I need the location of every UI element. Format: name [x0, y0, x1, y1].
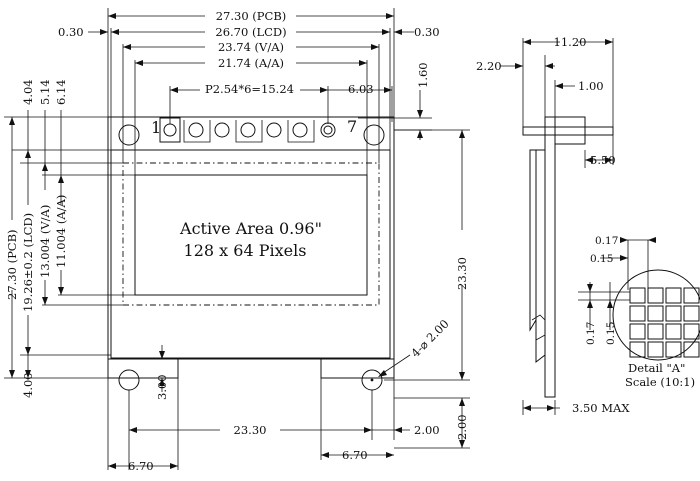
right-dimensions [159, 129, 470, 449]
pixel-count-label: 128 x 64 Pixels [184, 241, 307, 260]
dim-hole-note: 4-⌀ 2.00 [408, 317, 451, 360]
dim-pin-pitch: P2.54*6=15.24 [205, 82, 294, 96]
front-view: Active Area 0.96" 128 x 64 Pixels 1 7 [4, 8, 470, 473]
left-dimensions [4, 110, 135, 380]
top-dimensions [88, 8, 432, 175]
pin-5-hole [266, 122, 282, 138]
dim-side-550: 5.50 [590, 153, 616, 167]
pcb-outline [107, 116, 395, 360]
detail-pixel [629, 305, 646, 322]
dim-side-220: 2.20 [476, 59, 502, 73]
dim-lcd-height: 19.26±0.2 (LCD) [21, 213, 35, 312]
dim-left-offset: 0.30 [58, 25, 84, 39]
detail-pixel [647, 305, 664, 322]
detail-pixel [629, 287, 646, 304]
detail-pixel [665, 341, 682, 358]
pin-6-hole [292, 122, 308, 138]
dim-pcb-width: 27.30 (PCB) [216, 9, 287, 23]
dim-va-width: 23.74 (V/A) [218, 40, 284, 54]
dim-detail-017-h: 0.17 [595, 235, 618, 247]
pcb-bottom-tab [107, 359, 395, 379]
dim-pin-right: 6.03 [348, 82, 374, 96]
dim-right-height: 23.30 [455, 257, 469, 290]
dim-right-2b: 2.00 [455, 414, 469, 440]
detail-pixel-grid [629, 287, 700, 358]
dim-top-404: 4.04 [21, 79, 35, 105]
pin-7-label: 7 [347, 117, 357, 136]
pin-pad-outlines [183, 120, 315, 143]
lcd-outline [110, 149, 391, 359]
detail-a [578, 237, 700, 361]
detail-pixel [683, 341, 700, 358]
dim-right-offset: 0.30 [414, 25, 440, 39]
pin-header [159, 117, 336, 143]
mounting-hole-top-right [363, 124, 385, 146]
detail-pixel [647, 341, 664, 358]
pin-4-hole [240, 122, 256, 138]
detail-pixel [665, 287, 682, 304]
detail-scale: Scale (10:1) [625, 375, 695, 389]
dim-pcb-height: 27.30 (PCB) [5, 229, 19, 300]
pcb-tab-bottom-edge [107, 359, 395, 378]
dim-detail-015-h: 0.15 [590, 253, 613, 265]
detail-pixel [683, 323, 700, 340]
dim-bottom-left-670: 6.70 [128, 459, 154, 473]
detail-pixel [647, 323, 664, 340]
side-lcd-glass [529, 149, 537, 332]
detail-title: Detail "A" [628, 361, 685, 375]
hole-center-mark [370, 378, 374, 382]
active-area [134, 174, 368, 296]
dim-bottom-right-670: 6.70 [342, 448, 368, 462]
dim-side-total: 11.20 [554, 35, 587, 49]
dim-side-100: 1.00 [578, 79, 604, 93]
dim-detail-015-v: 0.15 [605, 322, 617, 345]
side-view [500, 38, 614, 415]
dim-right-2a: 2.00 [414, 423, 440, 437]
detail-pixel [683, 305, 700, 322]
pin-3-hole [214, 122, 230, 138]
pin-1-label: 1 [151, 118, 161, 137]
side-fpc [531, 314, 546, 341]
dim-tab-height: 3.00 [155, 374, 169, 400]
detail-pixel [683, 287, 700, 304]
dim-lcd-width: 26.70 (LCD) [215, 25, 286, 39]
dim-bottom-left: 4.00 [21, 372, 35, 398]
active-area-label: Active Area 0.96" [179, 219, 322, 238]
pin-7-inner [323, 125, 333, 135]
dim-va-height: 13.004 (V/A) [38, 205, 52, 278]
dim-detail-017-v: 0.17 [585, 322, 597, 345]
viewing-area [122, 162, 380, 306]
dim-top-614: 6.14 [54, 79, 68, 105]
detail-pixel [629, 323, 646, 340]
dim-top-514: 5.14 [38, 79, 52, 105]
bottom-dimensions [107, 378, 410, 470]
dim-aa-width: 21.74 (A/A) [218, 56, 284, 70]
pin-2-hole [188, 122, 204, 138]
mounting-hole-top-left [118, 124, 140, 146]
side-pin [522, 126, 614, 136]
dim-hole-span: 23.30 [234, 423, 267, 437]
detail-pixel [629, 341, 646, 358]
pin-7-hole [320, 122, 336, 138]
side-lcd-layer [535, 149, 546, 364]
side-header-body [554, 116, 586, 145]
detail-pixel [665, 323, 682, 340]
detail-pixel [647, 287, 664, 304]
pin-1-hole [163, 123, 177, 137]
detail-circle [612, 269, 700, 361]
dim-aa-height: 11.004 (A/A) [54, 195, 68, 268]
dim-side-thickness: 3.50 MAX [572, 401, 630, 415]
dim-pin-top: 1.60 [416, 62, 430, 88]
mounting-hole-bottom-left [118, 369, 140, 391]
side-pcb [544, 116, 556, 398]
detail-pixel [665, 305, 682, 322]
